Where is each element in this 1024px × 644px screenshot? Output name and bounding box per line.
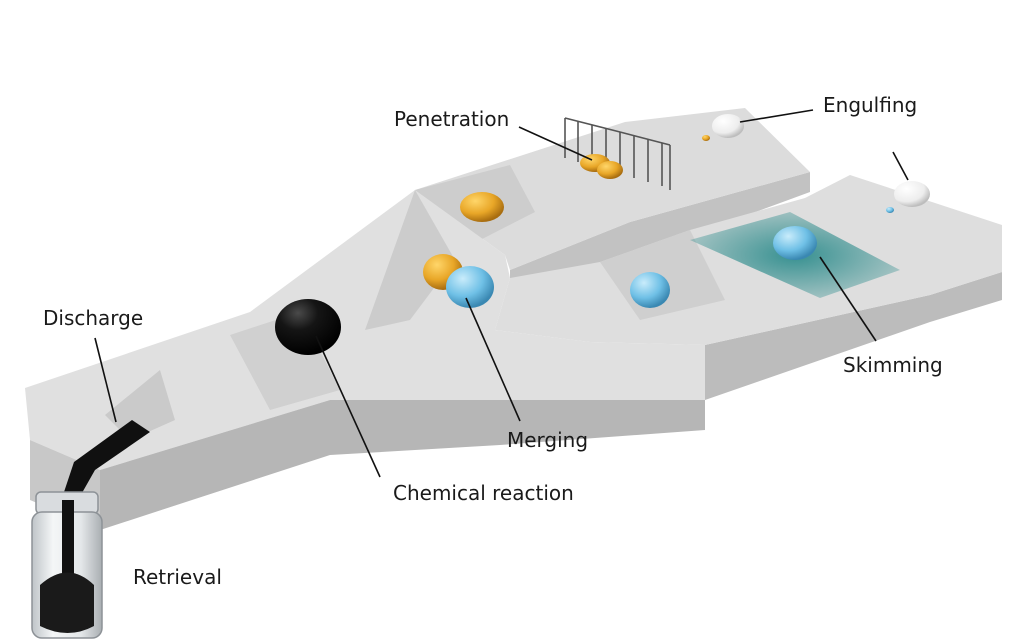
label-merging: Merging	[507, 428, 588, 452]
main-channel-front	[100, 400, 705, 530]
labels: Penetration Engulfing Discharge Merging …	[43, 93, 943, 589]
droplet-white-engulfing-lower	[894, 181, 930, 207]
upper-branch-top	[415, 108, 810, 270]
label-penetration: Penetration	[394, 107, 509, 131]
droplet-blue-skimming	[773, 226, 817, 260]
discharge-stream	[62, 420, 150, 500]
label-discharge: Discharge	[43, 306, 143, 330]
droplet-orange-small	[702, 135, 710, 141]
vial-stream	[62, 500, 74, 580]
leader-lines	[94, 109, 909, 478]
retrieval-vial	[31, 420, 150, 639]
track	[25, 108, 1002, 530]
droplet-blue-lower	[630, 272, 670, 308]
droplet-blue-small	[886, 207, 894, 213]
discharge-funnel	[105, 370, 175, 440]
droplet-merging-blue	[446, 266, 494, 308]
label-skimming: Skimming	[843, 353, 943, 377]
main-channel-ramp-2	[365, 190, 455, 330]
lower-branch-ramp	[600, 230, 725, 320]
label-chemical-reaction: Chemical reaction	[393, 481, 574, 505]
label-retrieval: Retrieval	[133, 565, 222, 589]
vial-collected-liquid	[40, 572, 94, 633]
droplet-white-engulfing-upper	[712, 114, 744, 138]
lower-branch-front	[705, 272, 1002, 400]
upper-branch-side	[510, 172, 810, 290]
droplet-orange-upper	[460, 192, 504, 222]
label-engulfing: Engulfing	[823, 93, 917, 117]
droplet-black	[275, 299, 341, 355]
droplet-orange-penetrating-2	[597, 161, 623, 179]
